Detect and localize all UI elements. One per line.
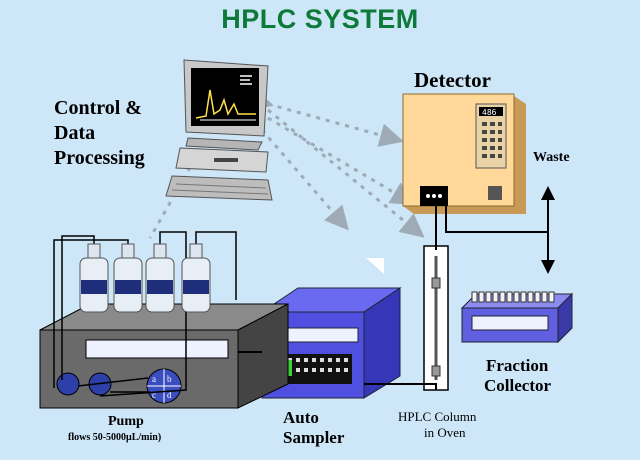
control-label: Control & Data Processing: [54, 96, 145, 171]
svg-text:d: d: [167, 390, 172, 400]
pump-label: Pump: [108, 414, 144, 429]
detector-icon: 486: [402, 93, 526, 214]
hplc-column-icon: [423, 236, 449, 391]
page-title: HPLC SYSTEM: [221, 4, 419, 34]
decorative-triangle: [366, 258, 384, 274]
fraction-collector-label: Fraction Collector: [484, 356, 551, 396]
computer-icon: [165, 59, 273, 201]
bottle-icon: [79, 243, 109, 313]
svg-text:c: c: [152, 390, 156, 400]
fraction-collector-label-line: Fraction: [486, 356, 549, 375]
bottle-icon: [145, 243, 175, 313]
detector-label: Detector: [414, 68, 491, 92]
control-label-line: Processing: [54, 147, 145, 169]
hplc-column-label: HPLC Column in Oven: [398, 409, 476, 441]
waste-arrows: [435, 186, 555, 274]
auto-sampler-label: Auto Sampler: [283, 408, 344, 448]
solvent-bottles: [79, 243, 211, 313]
control-label-line: Control &: [54, 97, 142, 119]
auto-sampler-label-line: Auto: [283, 408, 319, 427]
pump-flow-label: flows 50-5000μL/min): [68, 432, 162, 443]
hplc-column-label-line: HPLC Column: [398, 409, 477, 424]
pump-icon: a b c d: [39, 303, 289, 409]
svg-text:a: a: [152, 374, 156, 384]
fraction-collector-label-line: Collector: [484, 376, 552, 395]
svg-text:486: 486: [482, 108, 497, 117]
waste-label: Waste: [533, 150, 570, 165]
auto-sampler-label-line: Sampler: [283, 428, 345, 447]
fraction-collector-icon: [460, 291, 574, 344]
svg-text:b: b: [167, 374, 172, 384]
hplc-column-label-line: in Oven: [424, 425, 466, 440]
bottle-icon: [113, 243, 143, 313]
bottle-icon: [181, 243, 211, 313]
sampler-column-tubing: [364, 383, 437, 390]
control-label-line: Data: [54, 122, 96, 144]
